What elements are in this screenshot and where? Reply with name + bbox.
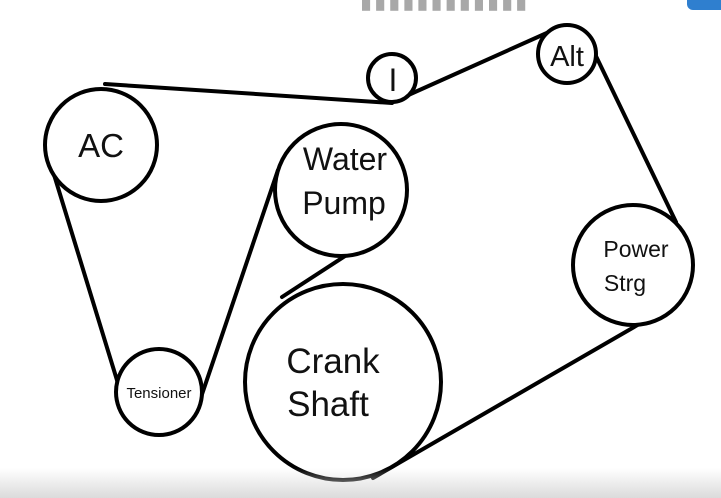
pulleys — [43, 23, 695, 482]
pulley-water-pump — [273, 122, 409, 258]
belt-segment-water-pump-tensioner — [194, 168, 280, 414]
pulley-ac — [43, 87, 159, 203]
label-tensioner: Tensioner — [126, 385, 191, 402]
label-water-pump-line1: Water — [303, 141, 388, 177]
pulley-tensioner — [114, 347, 204, 437]
belt-segment-ac-idler — [103, 82, 394, 105]
label-crank-shaft-line2: Shaft — [287, 385, 369, 424]
watermark-logo: ▮▮▮▮▮▮▮▮▮▮▮▮ — [360, 0, 529, 12]
label-idler: I — [389, 62, 398, 98]
label-alt: Alt — [550, 41, 584, 73]
bottom-fade-bar — [0, 468, 721, 498]
serpentine-belt — [46, 30, 678, 480]
label-power-strg-line2: Strg — [604, 270, 646, 296]
belt-segment-alt-power-strg — [592, 50, 678, 224]
pulley-crank-shaft — [243, 282, 443, 482]
label-power-strg-line1: Power — [603, 236, 669, 262]
watermark: ▮▮▮▮▮▮▮▮▮▮▮▮ — [0, 0, 721, 12]
belt-segment-tensioner-ac — [46, 153, 122, 392]
belt-segment-idler-alt — [393, 30, 551, 103]
corner-badge — [687, 0, 721, 10]
label-ac: AC — [78, 127, 124, 164]
pulley-labels: AC I Alt Water Pump Power Strg Tensioner… — [78, 41, 669, 424]
pulley-power-strg — [571, 203, 695, 327]
label-water-pump-line2: Pump — [302, 185, 386, 221]
label-crank-shaft-line1: Crank — [286, 342, 380, 381]
pulley-idler — [366, 52, 418, 104]
pulley-alt — [536, 23, 598, 85]
belt-segment-power-strg-crank — [371, 310, 662, 480]
